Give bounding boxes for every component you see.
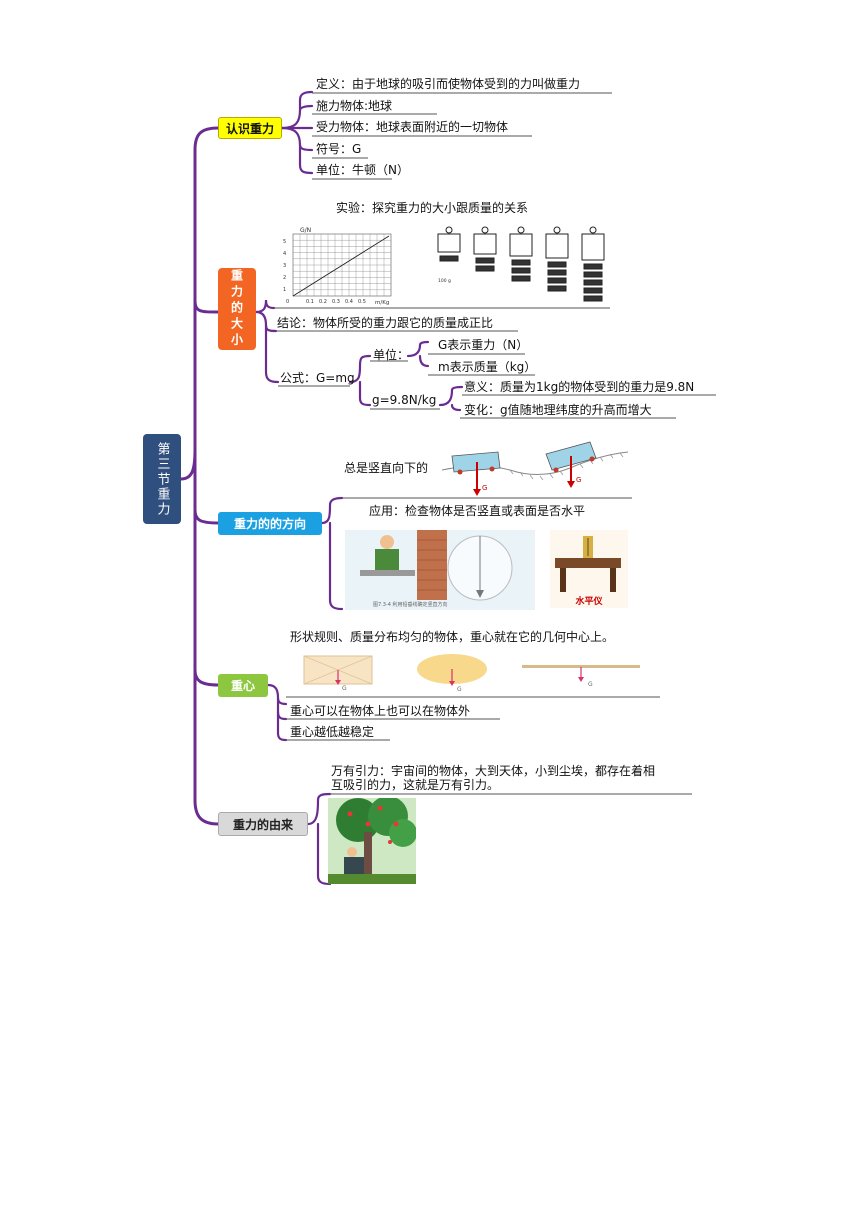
spring-hook <box>517 226 525 234</box>
plumb-line-picture: 图7.3-4 利用铅垂线确定竖直方向 <box>345 530 535 610</box>
unit-item: 单位：牛顿（N） <box>316 163 409 177</box>
branch-recognize-label: 认识重力 <box>225 121 274 136</box>
spring-scale <box>473 233 497 255</box>
branch-center-of-gravity[interactable]: 重心 <box>218 674 268 697</box>
center-stability-text: 重心越低越稳定 <box>290 725 375 739</box>
branch-direction-label: 重力的的方向 <box>233 517 306 531</box>
branch-gravity-direction[interactable]: 重力的的方向 <box>218 512 322 535</box>
spring-caption: 100 g <box>438 278 451 284</box>
unit-m-text: m表示质量（kg） <box>438 360 537 374</box>
hook-weight <box>547 261 567 268</box>
graph-x-tick: 0.2 <box>319 299 327 305</box>
spring-hook <box>481 226 489 234</box>
g-constant-text: g=9.8N/kg <box>372 393 437 407</box>
graph-y-tick: 5 <box>283 239 286 245</box>
branch-gravity-magnitude[interactable]: 重力的大小 <box>218 268 256 350</box>
branch-origin-label: 重力的由来 <box>232 817 293 832</box>
incline-gravity-illustration: G G <box>441 441 629 496</box>
spring-scale <box>581 233 605 261</box>
hook-weight <box>511 267 531 274</box>
root-topic[interactable]: 第三节重力 <box>143 434 181 524</box>
g-mark: G <box>482 484 487 492</box>
hook-weight <box>583 279 603 286</box>
graph-x-label: m/Kg <box>375 300 389 306</box>
g-variation-text: 变化：g值随地理纬度的升高而增大 <box>464 403 652 417</box>
graph-y-label: G/N <box>300 227 311 234</box>
g-meaning-text: 意义：质量为1kg的物体受到的重力是9.8N <box>464 380 695 394</box>
hook-weight <box>583 287 603 294</box>
formula-text: 公式：G=mg <box>280 371 355 385</box>
graph-y-tick: 3 <box>283 263 286 269</box>
definition-item: 定义：由于地球的吸引而使物体受到的力叫做重力 <box>316 77 581 91</box>
root-topic-label: 第三节重力 <box>154 441 170 517</box>
level-caption: 水平仪 <box>575 595 603 607</box>
graph-x-tick: 0 <box>286 299 289 305</box>
graph-x-tick: 0.1 <box>306 299 314 305</box>
graph-x-tick: 0.5 <box>358 299 366 305</box>
hook-weight <box>511 259 531 266</box>
spring-hook <box>445 226 453 234</box>
spring-scale-illustration: 100 g <box>437 226 605 302</box>
branch-gravity-origin[interactable]: 重力的由来 <box>218 812 308 836</box>
g-mark: G <box>342 685 347 692</box>
hook-weight <box>475 265 495 272</box>
regular-shape-text: 形状规则、质量分布均匀的物体，重心就在它的几何中心上。 <box>290 630 615 644</box>
graph-x-tick: 0.3 <box>332 299 340 305</box>
spring-scale <box>545 233 569 259</box>
hook-weight <box>547 285 567 292</box>
center-of-gravity-shapes: G G G <box>303 654 640 693</box>
graph-y-tick: 4 <box>283 251 286 257</box>
branch-recognize-gravity[interactable]: 认识重力 <box>218 117 282 139</box>
branch-magnitude-label: 重力的大小 <box>229 269 244 349</box>
spring-scale <box>437 233 461 253</box>
branch-center-label: 重心 <box>230 679 255 693</box>
receiving-object-item: 受力物体：地球表面附近的一切物体 <box>316 120 509 134</box>
plumb-caption: 图7.3-4 利用铅垂线确定竖直方向 <box>373 601 448 608</box>
hook-weight <box>511 275 531 282</box>
hook-weight <box>547 269 567 276</box>
universal-gravitation-line2: 互吸引的力，这就是万有引力。 <box>331 778 500 792</box>
hook-weight <box>583 271 603 278</box>
conclusion-text: 结论：物体所受的重力跟它的质量成正比 <box>277 316 494 330</box>
direction-always-text: 总是竖直向下的 <box>344 461 429 475</box>
hook-weight <box>547 277 567 284</box>
g-mark: G <box>576 476 581 484</box>
unit-label: 单位： <box>373 348 410 362</box>
graph-y-tick: 1 <box>283 287 286 293</box>
hook-weight <box>475 257 495 264</box>
universal-gravitation-line1: 万有引力：宇宙间的物体，大到天体，小到尘埃，都存在着相 <box>331 764 656 778</box>
center-location-text: 重心可以在物体上也可以在物体外 <box>290 704 471 718</box>
spring-hook <box>589 226 597 234</box>
hook-weight <box>439 255 459 262</box>
gravity-mass-graph: G/N m/Kg 5 4 3 2 1 0 0.1 0.2 0.3 0.4 0.5 <box>283 227 392 306</box>
direction-application-text: 应用：检查物体是否竖直或表面是否水平 <box>369 504 586 518</box>
spring-hook <box>553 226 561 234</box>
experiment-title: 实验：探究重力的大小跟质量的关系 <box>336 201 529 215</box>
symbol-item: 符号：G <box>316 142 362 156</box>
unit-g-text: G表示重力（N） <box>438 338 529 352</box>
newton-apple-tree-picture <box>328 798 416 884</box>
graph-y-tick: 2 <box>283 275 286 281</box>
level-instrument-picture: 水平仪 <box>550 530 628 608</box>
exerting-object-item: 施力物体:地球 <box>316 99 393 113</box>
hook-weight <box>583 263 603 270</box>
spring-scale <box>509 233 533 257</box>
graph-x-tick: 0.4 <box>345 299 353 305</box>
g-mark: G <box>588 681 593 688</box>
g-mark: G <box>457 686 462 693</box>
hook-weight <box>583 295 603 302</box>
